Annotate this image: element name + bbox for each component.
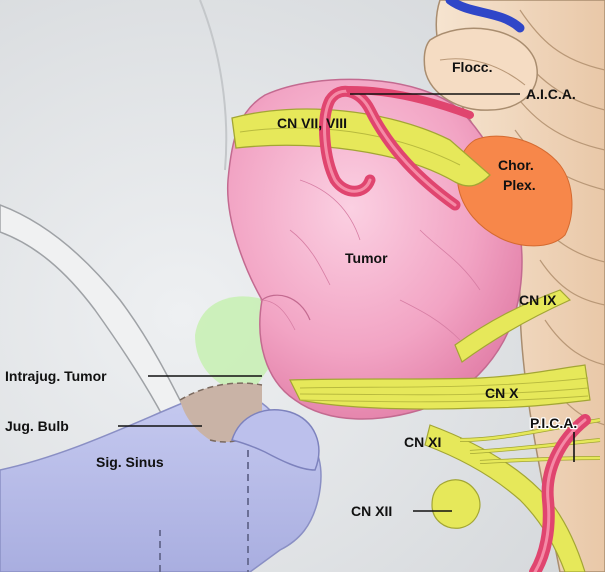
- choroid-plexus: [457, 135, 573, 247]
- superior-petrosal-vein: [445, 0, 525, 33]
- label-pica: P.I.C.A.: [530, 415, 577, 431]
- cn-xii-nerve: [431, 479, 481, 529]
- label-aica: A.I.C.A.: [526, 86, 576, 102]
- tentorium-edge: [199, 0, 228, 171]
- label-cn-xi: CN XI: [404, 434, 441, 450]
- tumor-veins: [259, 179, 481, 341]
- label-cn-x: CN X: [485, 385, 519, 401]
- label-sig-sinus: Sig. Sinus: [96, 454, 164, 470]
- flocculus: [423, 27, 538, 111]
- label-chor-plex-2: Plex.: [503, 177, 536, 193]
- label-tumor: Tumor: [345, 250, 388, 266]
- leader-lines: [118, 93, 575, 512]
- label-cn-vii-viii: CN VII, VIII: [277, 115, 347, 131]
- label-flocc: Flocc.: [452, 59, 492, 75]
- jugular-bulb: [231, 409, 320, 471]
- label-chor-plex-1: Chor.: [498, 157, 534, 173]
- labels: Flocc. A.I.C.A. CN VII, VIII Chor. Plex.…: [5, 59, 578, 519]
- label-cn-ix: CN IX: [519, 292, 557, 308]
- label-cn-xii: CN XII: [351, 503, 392, 519]
- label-intrajug-tumor: Intrajug. Tumor: [5, 368, 107, 384]
- cn-ix-nerve: [454, 289, 572, 363]
- label-jug-bulb: Jug. Bulb: [5, 418, 69, 434]
